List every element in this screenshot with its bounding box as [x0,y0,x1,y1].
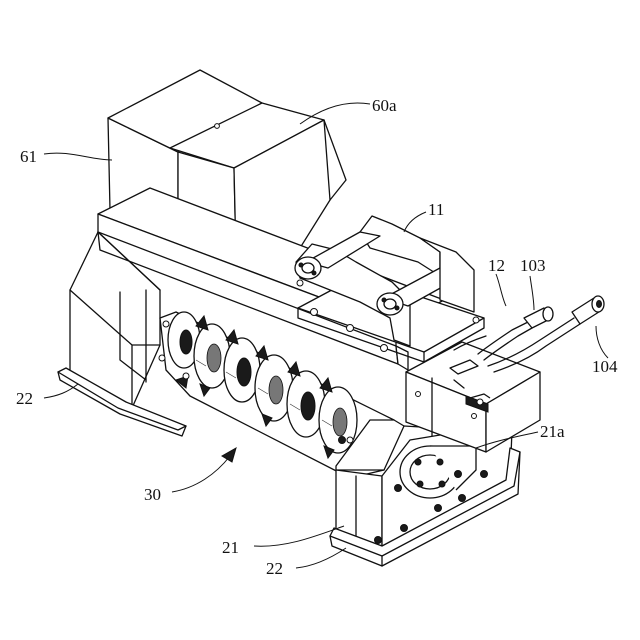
label-11: 11 [428,200,444,219]
label-30: 30 [144,485,161,504]
label-103: 103 [520,256,546,275]
label-21a: 21a [540,422,565,441]
label-22-left: 22 [16,389,33,408]
label-21: 21 [222,538,239,557]
label-61: 61 [20,147,37,166]
label-60a: 60a [372,96,397,115]
arrow-30 [172,448,236,492]
label-104: 104 [592,357,618,376]
label-12: 12 [488,256,505,275]
label-22-bottom: 22 [266,559,283,578]
